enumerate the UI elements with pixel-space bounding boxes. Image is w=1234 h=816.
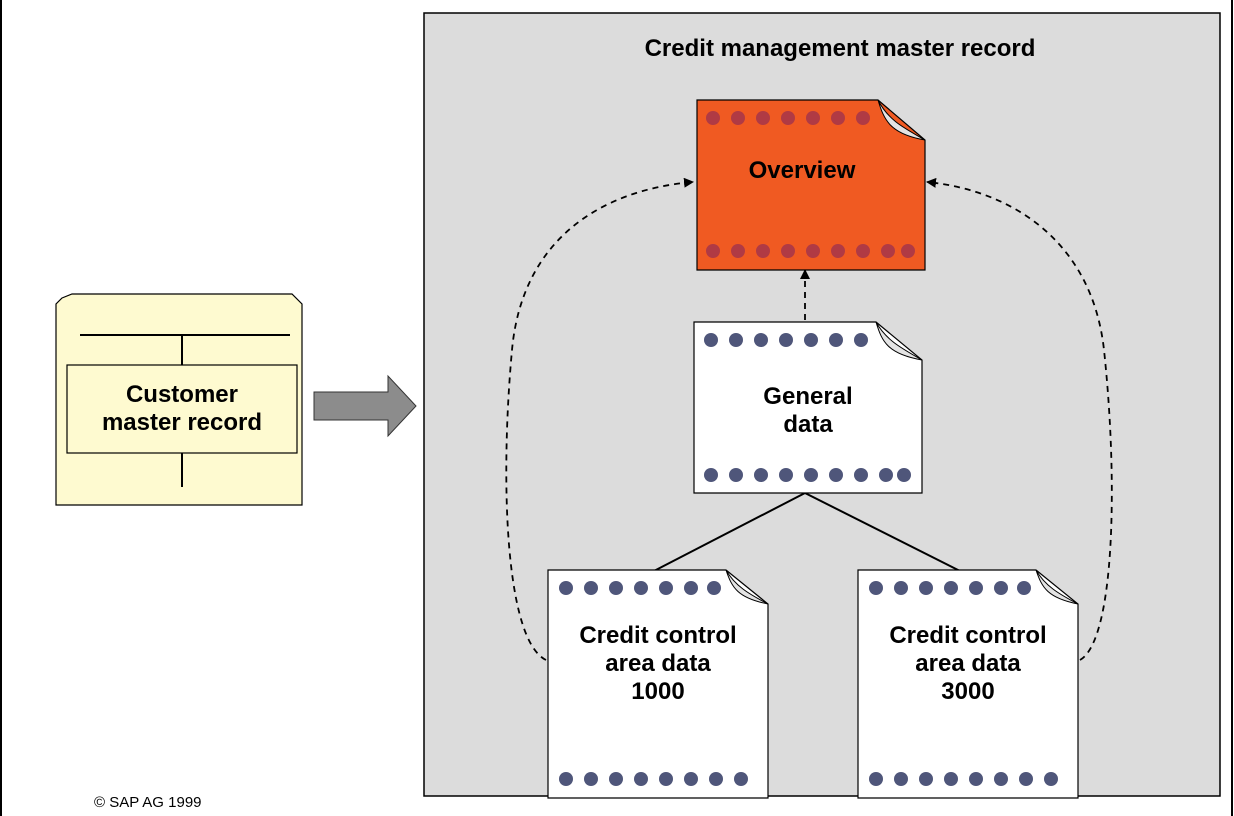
tree-line-3000 (804, 492, 963, 573)
overview-dots-top (706, 111, 870, 125)
credit-area-3000-label: Credit control area data 3000 (889, 621, 1047, 706)
general-data-document (693, 321, 923, 494)
overview-page-curl (877, 99, 926, 141)
credit-area-1000-dots-top (559, 581, 721, 595)
overview-label: Overview (748, 156, 856, 184)
credit-area-3000-dots-top (869, 581, 1031, 595)
general-data-dots-top (704, 333, 868, 347)
overview-dots-bottom (706, 244, 915, 258)
credit-area-1000-label: Credit control area data 1000 (579, 621, 737, 706)
credit-area-3000-dots-bottom (869, 772, 1058, 786)
block-arrow (313, 374, 417, 438)
panel-title: Credit management master record (644, 34, 1036, 62)
general-data-label: General data (763, 382, 853, 438)
customer-record-label: Customer master record (101, 380, 263, 436)
credit-area-1000-page-curl (725, 569, 769, 605)
tree-line-1000 (651, 492, 806, 573)
credit-area-1000-document (547, 569, 769, 799)
general-data-dots-bottom (704, 468, 911, 482)
credit-area-3000-document (857, 569, 1079, 799)
overview-document (696, 99, 926, 271)
dashed-arrow-3000-to-overview (926, 177, 1113, 661)
general-data-page-curl (875, 321, 923, 361)
credit-area-3000-page-curl (1035, 569, 1079, 605)
customer-record-box (66, 364, 298, 454)
copyright-notice: © SAP AG 1999 (94, 794, 202, 811)
dashed-arrow-1000-to-overview (505, 177, 694, 661)
credit-area-1000-dots-bottom (559, 772, 748, 786)
